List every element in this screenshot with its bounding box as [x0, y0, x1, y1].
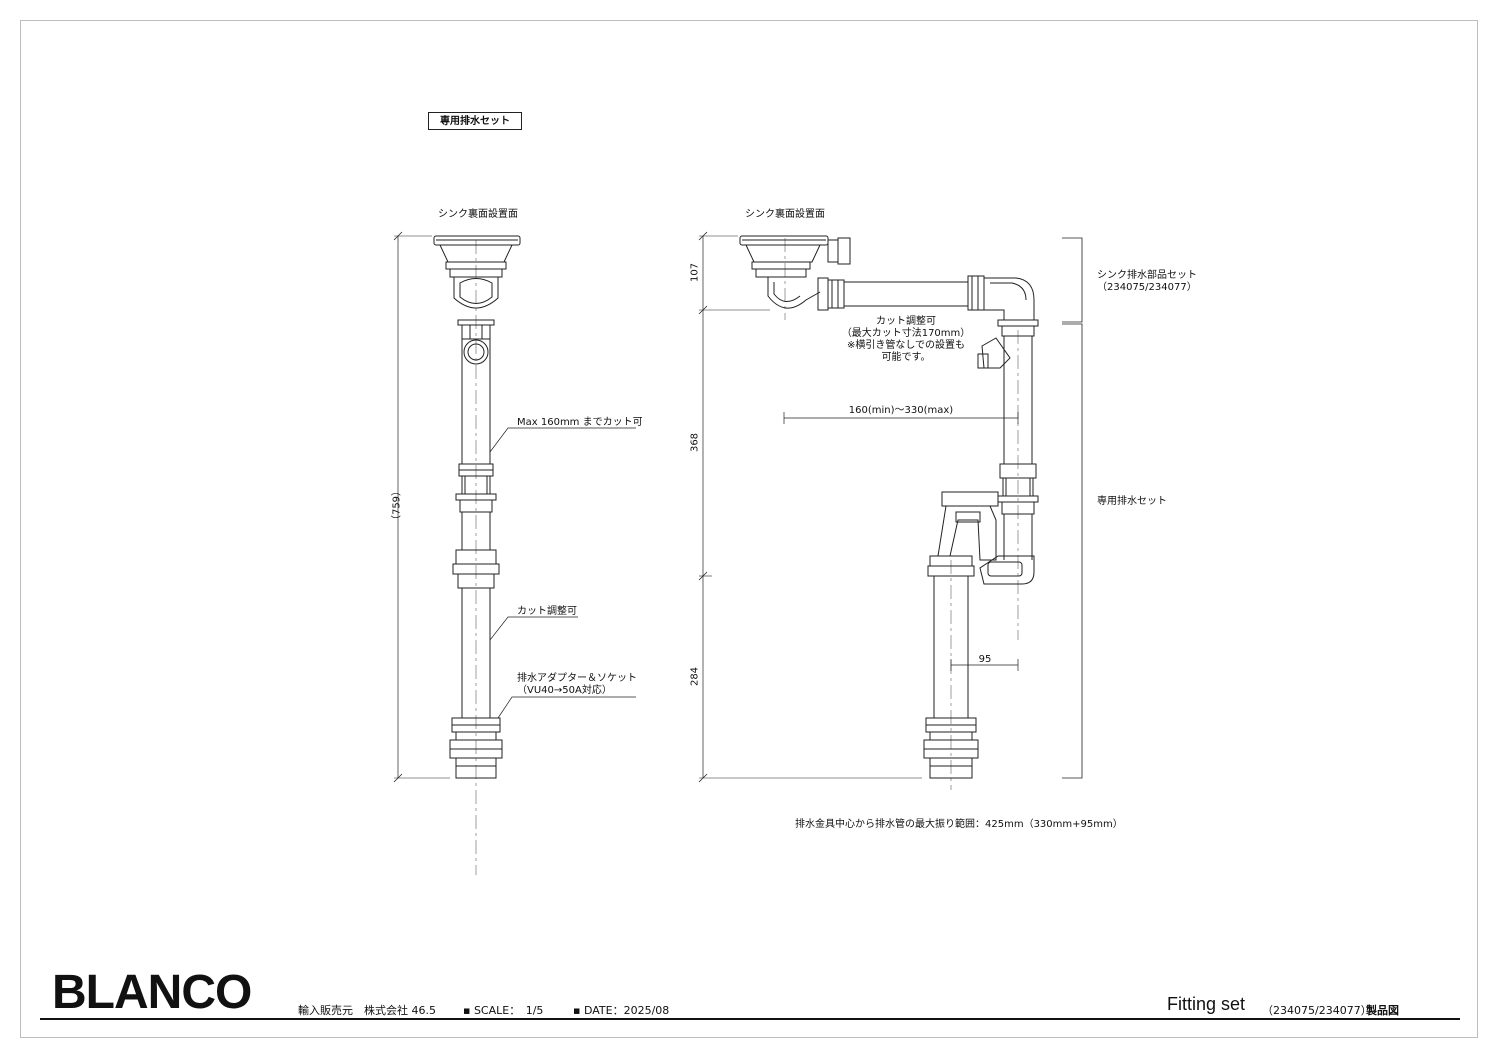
left-adjust-note: カット調整可	[517, 606, 577, 617]
right-surface-label: シンク裏面設置面	[745, 209, 825, 220]
left-overall-dim: （759）	[391, 485, 403, 526]
right-drain-set-label: 専用排水セット	[1097, 496, 1167, 507]
right-dimension-chain	[698, 231, 922, 783]
range-dimension	[783, 412, 1019, 424]
drawing-type: 製品図	[1366, 1004, 1399, 1017]
product-codes: （234075/234077）	[1262, 1004, 1372, 1017]
right-cut-note-2: （最大カット寸法170mm）	[841, 328, 971, 339]
distributor-label: 輸入販売元 株式会社 46.5	[298, 1004, 436, 1017]
right-range-dim: 160(min)〜330(max)	[848, 405, 954, 416]
right-dim-top: 107	[689, 262, 701, 283]
left-drain-assembly	[433, 235, 521, 875]
right-cut-note-3: ※横引き管なしでの設置も	[846, 340, 966, 351]
right-parts-label-2: （234075/234077）	[1097, 282, 1197, 293]
right-parts-label-1: シンク排水部品セット	[1097, 270, 1197, 281]
right-dim-mid: 368	[689, 432, 701, 453]
max-swing-note: 排水金具中心から排水管の最大振り範囲：425mm（330mm+95mm）	[795, 819, 1123, 830]
left-leaders	[489, 427, 636, 719]
right-cut-note-1: カット調整可	[876, 316, 936, 327]
left-overall-dimension	[393, 231, 450, 783]
drain-set-label-box: 専用排水セット	[428, 112, 522, 130]
right-drain-assembly	[739, 235, 1039, 790]
offset-dimension	[950, 659, 1019, 671]
product-title: Fitting set	[1167, 994, 1246, 1014]
right-dim-bottom: 284	[689, 666, 701, 687]
left-cut-note: Max 160mm までカット可	[517, 417, 643, 428]
left-adapter-note-1: 排水アダプター＆ソケット	[517, 673, 637, 684]
blanco-logo: BLANCO	[52, 966, 252, 1019]
title-rule	[40, 1018, 1460, 1020]
date-label: ▪ DATE：2025/08	[573, 1004, 670, 1017]
scale-label: ▪ SCALE： 1/5	[463, 1004, 544, 1017]
drawing-frame	[20, 20, 1478, 1038]
set-brackets	[1062, 237, 1083, 779]
left-adapter-note-2: （VU40→50A対応）	[517, 685, 612, 696]
right-offset-dim: 95	[978, 654, 992, 665]
right-cut-note-4: 可能です。	[881, 352, 931, 363]
left-surface-label: シンク裏面設置面	[438, 209, 518, 220]
